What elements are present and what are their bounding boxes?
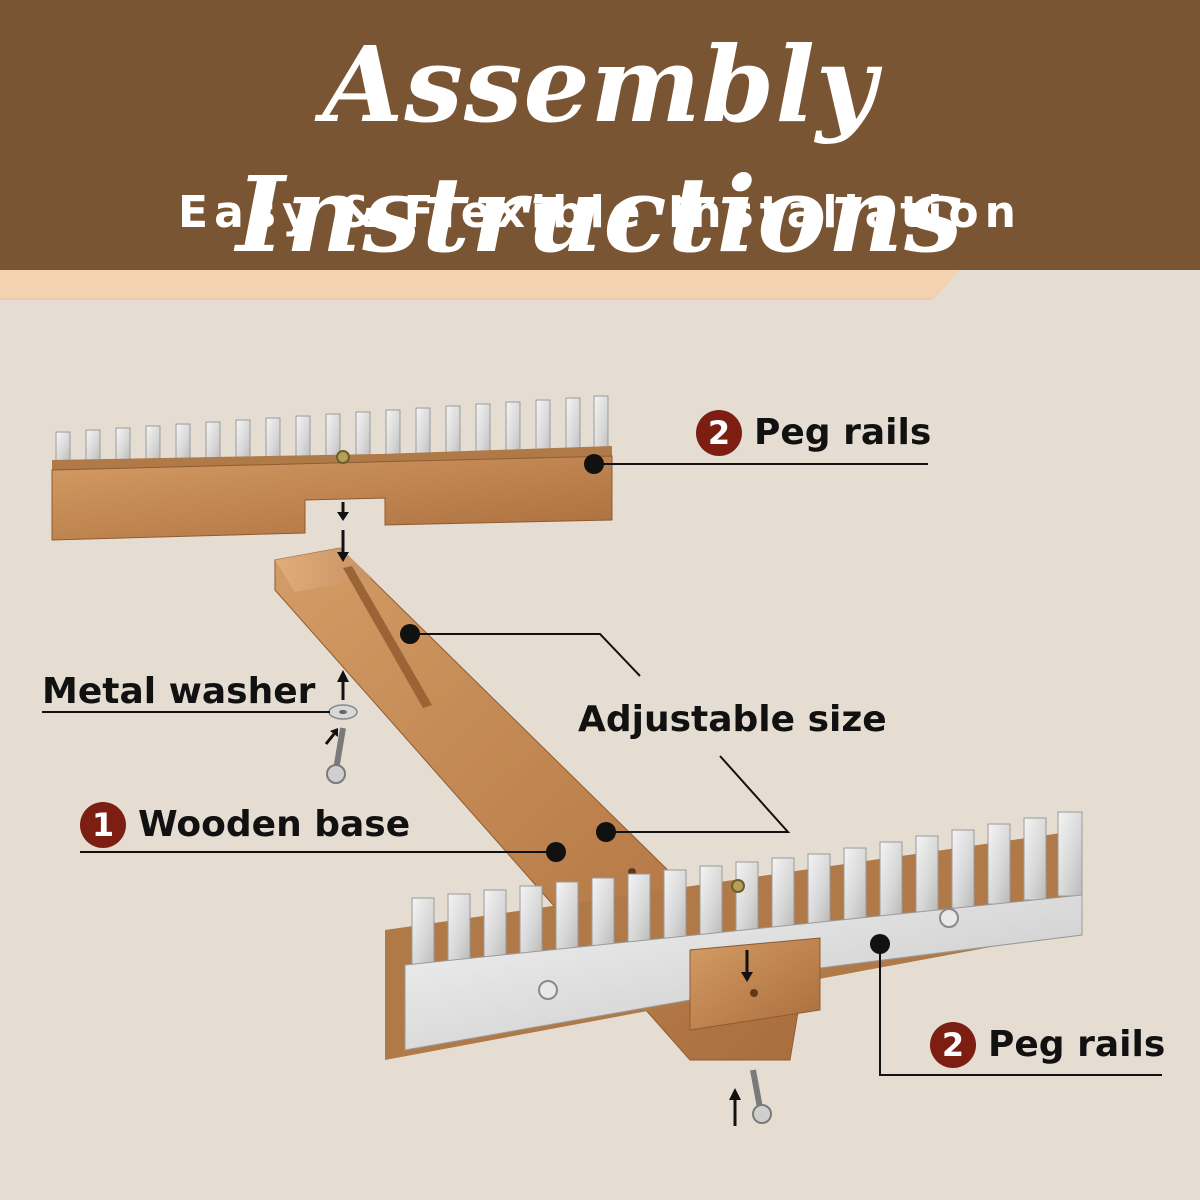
label-text: Peg rails <box>754 412 932 453</box>
arrow-down-icon-3 <box>741 950 753 982</box>
top-peg-rail <box>51 395 613 541</box>
callout-dots <box>400 454 890 954</box>
arrow-down-icon-2 <box>337 530 349 562</box>
badge-number: 2 <box>930 1022 976 1068</box>
assembly-arrows <box>324 502 753 1126</box>
arrow-up-icon-washer <box>337 670 349 700</box>
badge-number: 1 <box>80 802 126 848</box>
label-text: Adjustable size <box>578 699 887 740</box>
screw-icon-left <box>326 727 346 784</box>
washer-and-screw <box>326 704 358 784</box>
page-title: Assembly Instructions <box>236 23 964 276</box>
callout-line-adjustable-2 <box>606 755 791 833</box>
adjustment-slot <box>343 566 432 708</box>
top-rail-pegs <box>55 395 609 463</box>
label-wooden-base: 1 Wooden base <box>80 802 410 848</box>
label-text: Metal washer <box>42 671 316 712</box>
top-rail-nut <box>336 450 350 464</box>
arrow-diagonal-icon-screw <box>324 728 338 745</box>
page-subtitle: Easy & Flexible Installation <box>178 187 1022 238</box>
badge-number: 2 <box>696 410 742 456</box>
label-peg-rails-top: 2 Peg rails <box>696 410 931 456</box>
header-banner: Assembly Instructions Easy & Flexible In… <box>0 0 1200 276</box>
rail-bolt-left <box>538 980 558 1000</box>
top-rail-body <box>51 455 613 541</box>
label-metal-washer: Metal washer <box>42 670 315 714</box>
bottom-rail-nut <box>731 879 745 893</box>
label-peg-rails-bottom: 2 Peg rails <box>930 1022 1165 1068</box>
rail-bolt-right <box>939 908 959 928</box>
bottom-peg-rail <box>385 811 1083 1060</box>
label-text: Peg rails <box>988 1024 1166 1065</box>
arrow-up-icon-bottom <box>729 1088 741 1126</box>
bottom-rail-pegs <box>411 811 1083 969</box>
screw-icon-bottom <box>750 1069 772 1124</box>
label-text: Wooden base <box>138 804 411 845</box>
callout-line-peg-bottom <box>879 944 1162 1076</box>
callout-lines <box>42 463 1162 1076</box>
callout-line-adjustable <box>410 633 641 677</box>
label-adjustable-size: Adjustable size <box>578 698 887 742</box>
arrow-down-icon-1 <box>337 502 349 521</box>
